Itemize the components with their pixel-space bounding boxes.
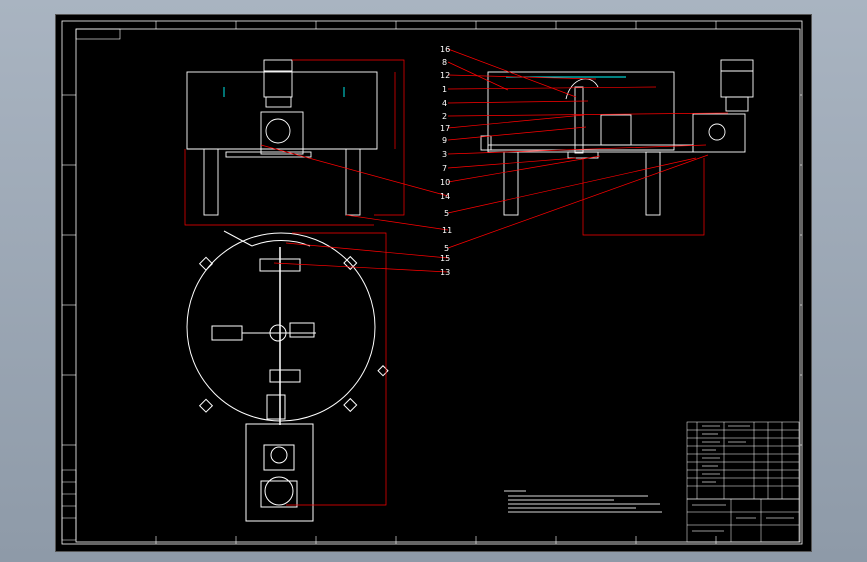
callout-8: 8 [442,58,447,67]
inlet-arc-top [251,239,311,247]
mixer-tank-top [186,232,376,422]
cad-viewport[interactable]: 16 8 12 1 4 2 17 9 3 7 10 14 5 11 5 15 1… [55,14,812,552]
callout-2: 2 [442,112,447,121]
top-view-dimensions [286,232,387,506]
paddle-top-left [211,325,243,341]
lug-sw [198,398,214,413]
lug-se [343,397,358,413]
callout-12: 12 [440,71,450,80]
shaft-block-lower [266,394,286,420]
bottom-flange-front [225,151,312,158]
side-view-dimensions [582,158,705,236]
callout-4: 4 [442,99,447,108]
front-view-dimensions [184,59,405,226]
gearbox-top [263,444,295,471]
callout-3: 3 [442,150,447,159]
callout-9: 9 [442,136,447,145]
title-block-text [692,425,794,532]
callout-13: 13 [440,268,450,277]
sheet-outer-border [61,20,803,545]
callout-15: 15 [440,254,450,263]
agitator-shaft-arc [565,78,599,100]
hub-top [269,324,287,342]
drawing-info-table [686,498,800,543]
callouts: 16 8 12 1 4 2 17 9 3 7 10 14 5 11 5 15 1… [440,45,452,277]
leader-lines [260,48,729,273]
callout-16: 16 [440,45,450,54]
top-view [186,230,389,522]
pump-outlet-side [480,135,492,151]
callout-14: 14 [440,192,450,201]
motor-side [720,59,754,98]
leg-side-left [503,151,519,216]
engineering-drawing: 16 8 12 1 4 2 17 9 3 7 10 14 5 11 5 15 1… [61,20,803,545]
lug-nw [198,256,214,271]
callout-7: 7 [442,164,447,173]
revision-table [61,469,77,541]
callout-10: 10 [440,178,450,187]
drive-housing-top [245,423,314,522]
front-view [186,59,378,216]
drive-pulley-front [265,118,291,144]
gearbox-front [265,96,292,108]
mixer-tank-front [186,71,378,150]
mixer-tank-side [487,71,675,151]
title-block [686,421,800,543]
agitator-shaft-side [574,86,584,154]
motor-top [264,476,294,506]
paddle-top-lower [269,369,301,383]
sheet-inner-border [75,28,801,543]
leg-front-left [203,148,219,216]
drive-block-front [260,111,304,155]
drive-block-side [692,113,746,153]
lug-ne [343,255,358,271]
zone-ticks [62,21,802,544]
tank-base-side [487,144,694,153]
callout-5-b: 5 [444,244,449,253]
agitator-block-side [600,114,632,146]
callout-11: 11 [442,226,452,235]
callout-1: 1 [442,85,447,94]
sheet-code-box [75,28,121,40]
gearbox-side [725,96,749,112]
technical-notes [504,490,662,513]
motor-front [263,59,293,98]
lug-e [377,365,389,377]
leg-side-right [645,151,661,216]
paddle-top-upper [259,258,301,272]
side-view [480,59,754,216]
callout-17: 17 [440,124,450,133]
leg-front-right [345,148,361,216]
paddle-top-right [289,322,315,338]
callout-5: 5 [444,209,449,218]
